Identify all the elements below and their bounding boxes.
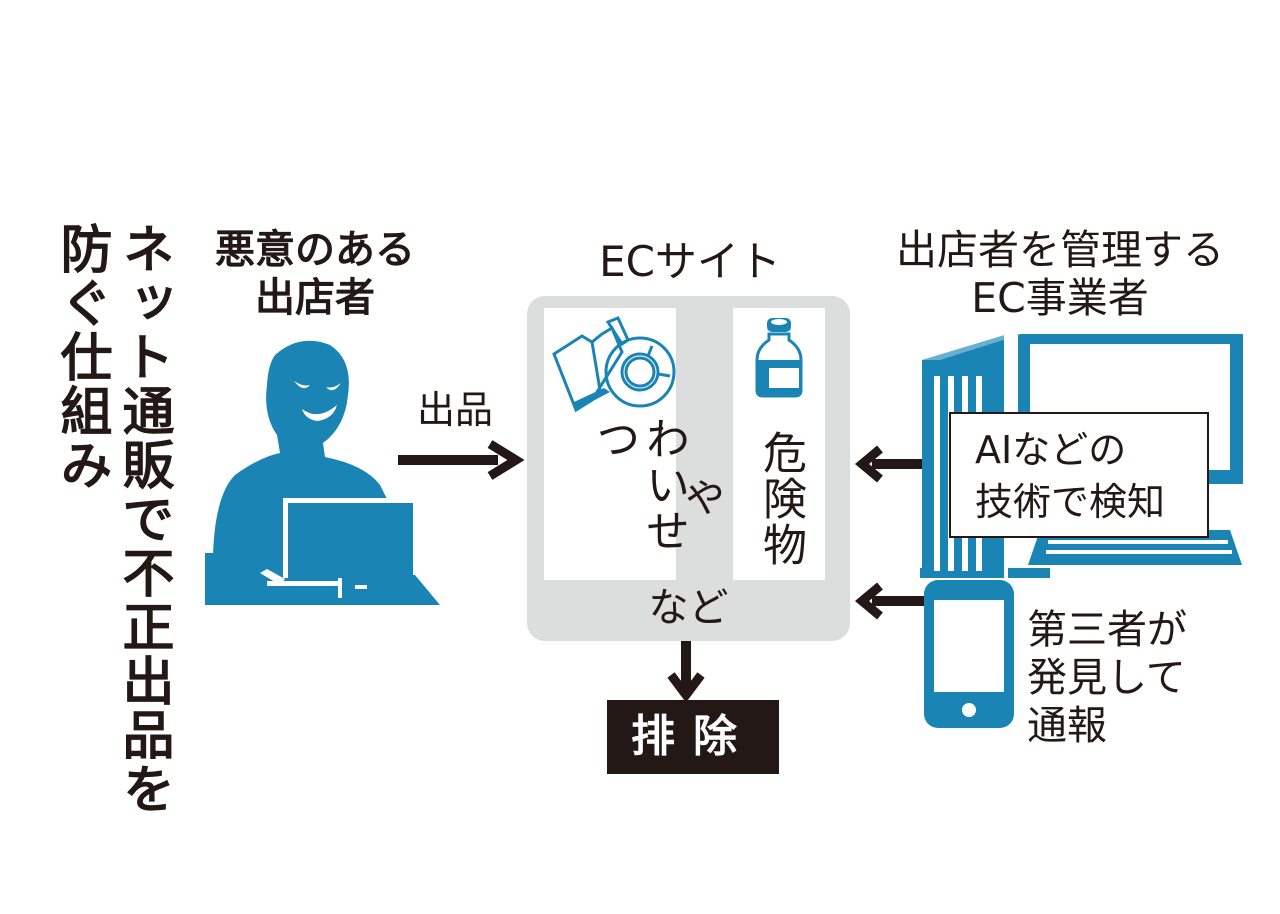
third-party-label: 第三者が 発見して 通報 [1027, 606, 1187, 750]
malicious-seller-icon [205, 340, 440, 605]
listing-arrow-label: 出品 [416, 388, 493, 432]
third-party-line-3: 通報 [1027, 703, 1107, 749]
down-arrow-icon [667, 641, 705, 703]
ec-site-box: わいせつ や 危険物 など [527, 296, 850, 641]
third-party-line-2: 発見して [1027, 655, 1186, 701]
book-and-disc-icon [552, 316, 676, 413]
ec-site-label: ECサイト [599, 237, 781, 286]
ec-site-footer: など [648, 585, 729, 631]
detection-line-1: AIなどの [975, 428, 1127, 472]
left-arrow-icon-operator [854, 445, 922, 483]
smartphone-icon [924, 580, 1014, 728]
right-arrow-icon [398, 440, 525, 480]
item-label-hazardous: 危険物 [755, 430, 806, 568]
exclude-label: 排除 [607, 700, 779, 774]
title-line-1: ネット通販で不正出品を [113, 222, 173, 816]
left-arrow-icon-third-party [854, 582, 924, 620]
operator-label-line-1: 出店者を管理する [896, 226, 1224, 274]
item-label-obscene: わいせつ [588, 416, 689, 554]
detection-line-2: 技術で検知 [975, 480, 1166, 524]
operator-label: 出店者を管理する EC事業者 [880, 226, 1240, 322]
operator-label-line-2: EC事業者 [971, 274, 1149, 322]
bottle-icon [755, 318, 803, 398]
title-line-2: 防ぐ仕組み [51, 222, 111, 492]
detection-box: AIなどの 技術で検知 [949, 412, 1209, 538]
seller-label: 悪意のある 出店者 [200, 226, 430, 322]
item-panel-obscene: わいせつ [544, 308, 689, 580]
seller-label-line-1: 悪意のある [215, 227, 415, 273]
third-party-line-1: 第三者が [1027, 607, 1187, 653]
seller-label-line-2: 出店者 [255, 275, 375, 321]
item-panel-hazardous: 危険物 [733, 308, 825, 580]
connector-ya: や [682, 472, 730, 526]
